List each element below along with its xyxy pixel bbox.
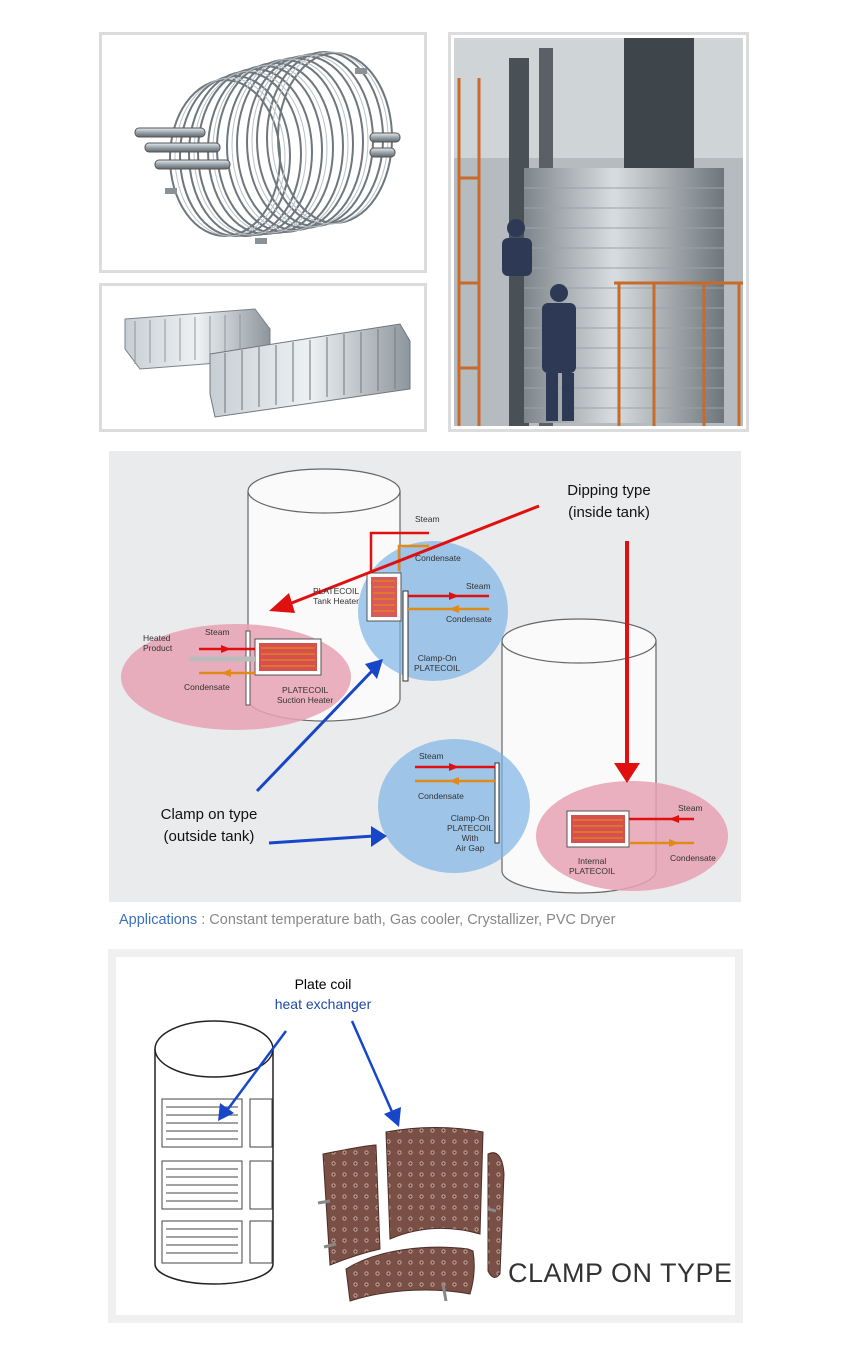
- plate-segments: [322, 1127, 505, 1302]
- platecoil-type-diagram: Dipping type (inside tank) Clamp on type…: [109, 451, 741, 902]
- label-steam-3: Steam: [205, 627, 230, 637]
- applications-separator: :: [197, 912, 210, 928]
- applications-line: Applications : Constant temperature bath…: [119, 912, 615, 928]
- arrow-dipping-left: [269, 504, 540, 613]
- applications-text: Constant temperature bath, Gas cooler, C…: [209, 912, 616, 928]
- label-steam-1: Steam: [415, 514, 440, 524]
- zone-internal: [536, 781, 728, 891]
- plate-coil-title: Plate coil heat exchanger: [274, 976, 372, 1012]
- arrow-plate-left: [218, 1030, 288, 1121]
- label-condensate-5: Condensate: [670, 853, 716, 863]
- label-steam-5: Steam: [678, 803, 703, 813]
- label-tank-heater: PLATECOIL Tank Heater: [313, 586, 360, 606]
- dipping-type-label: Dipping type (inside tank): [567, 482, 651, 521]
- photo-plate-panels: [99, 283, 427, 432]
- photo-coil-heat-exchanger: [99, 32, 427, 273]
- label-internal-platecoil: Internal PLATECOIL: [569, 856, 616, 876]
- label-steam-4: Steam: [419, 751, 444, 761]
- sketch-tank: [154, 1020, 274, 1285]
- arrow-clamp-right: [268, 826, 387, 847]
- photo-installation-workers: [448, 32, 749, 432]
- label-suction-heater: PLATECOIL Suction Heater: [277, 685, 334, 705]
- label-condensate-3: Condensate: [184, 682, 230, 692]
- label-clamp-on-air-gap: Clamp-On PLATECOIL With Air Gap: [447, 813, 494, 853]
- label-heated-product: Heated Product: [143, 633, 173, 653]
- applications-key: Applications: [119, 912, 198, 928]
- clamp-on-type-label: Clamp on type (outside tank): [160, 806, 258, 845]
- arrow-dipping-right: [614, 541, 640, 783]
- label-condensate-1: Condensate: [415, 553, 461, 563]
- label-clamp-on: Clamp-On PLATECOIL: [414, 653, 461, 673]
- zone-clamp-on-air-gap: [378, 739, 530, 873]
- label-condensate-2: Condensate: [446, 614, 492, 624]
- arrow-clamp-up: [255, 659, 383, 793]
- clamp-on-type-caption: CLAMP ON TYPE: [508, 1258, 733, 1288]
- clamp-on-illustration: Plate coil heat exchanger: [108, 949, 743, 1323]
- label-condensate-4: Condensate: [418, 791, 464, 801]
- arrow-plate-right: [350, 1020, 401, 1127]
- label-steam-2: Steam: [466, 581, 491, 591]
